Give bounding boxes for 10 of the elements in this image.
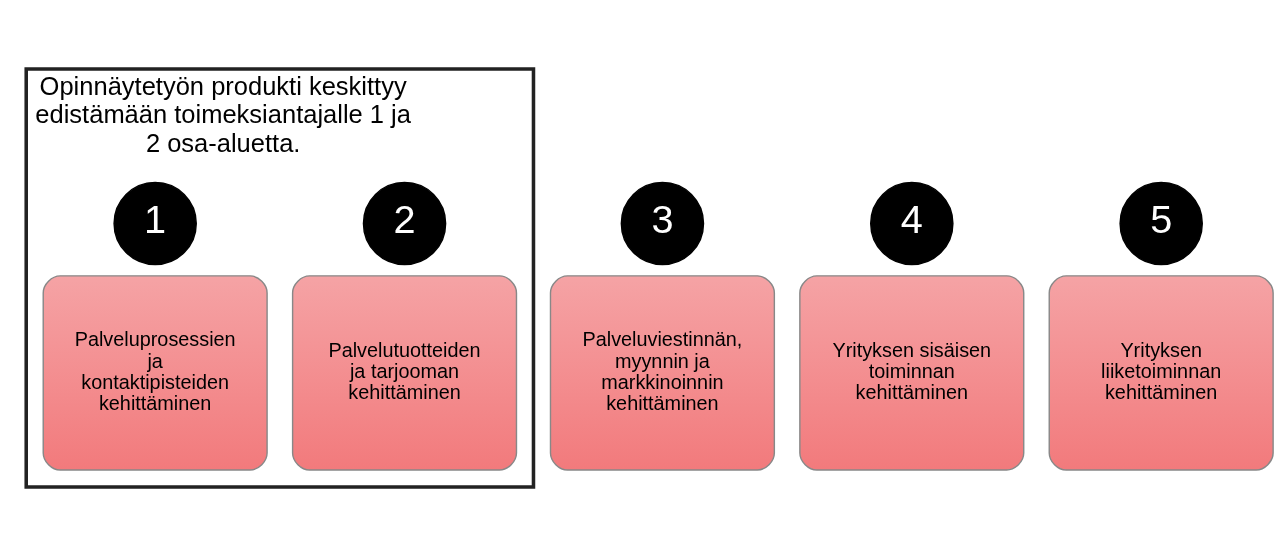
node-circle: 5 <box>1119 181 1203 265</box>
node-circle: 2 <box>362 181 447 265</box>
node-box: Palveluprosessien ja kontaktipisteiden kehittäminen <box>42 274 268 471</box>
node-circle: 4 <box>870 181 954 265</box>
node-box: Yrityksen liiketoiminnan kehittäminen <box>1048 274 1274 471</box>
node-box: Palveluviestinnän, myynnin ja markkinoinnin kehittäminen <box>549 274 776 471</box>
node-circle: 3 <box>620 181 705 265</box>
node-box: Palvelutuotteiden ja tarjooman kehittäminen <box>291 274 518 471</box>
node-box: Yrityksen sisäisen toiminnan kehittäminen <box>799 274 1025 471</box>
node-circle: 1 <box>113 181 197 265</box>
